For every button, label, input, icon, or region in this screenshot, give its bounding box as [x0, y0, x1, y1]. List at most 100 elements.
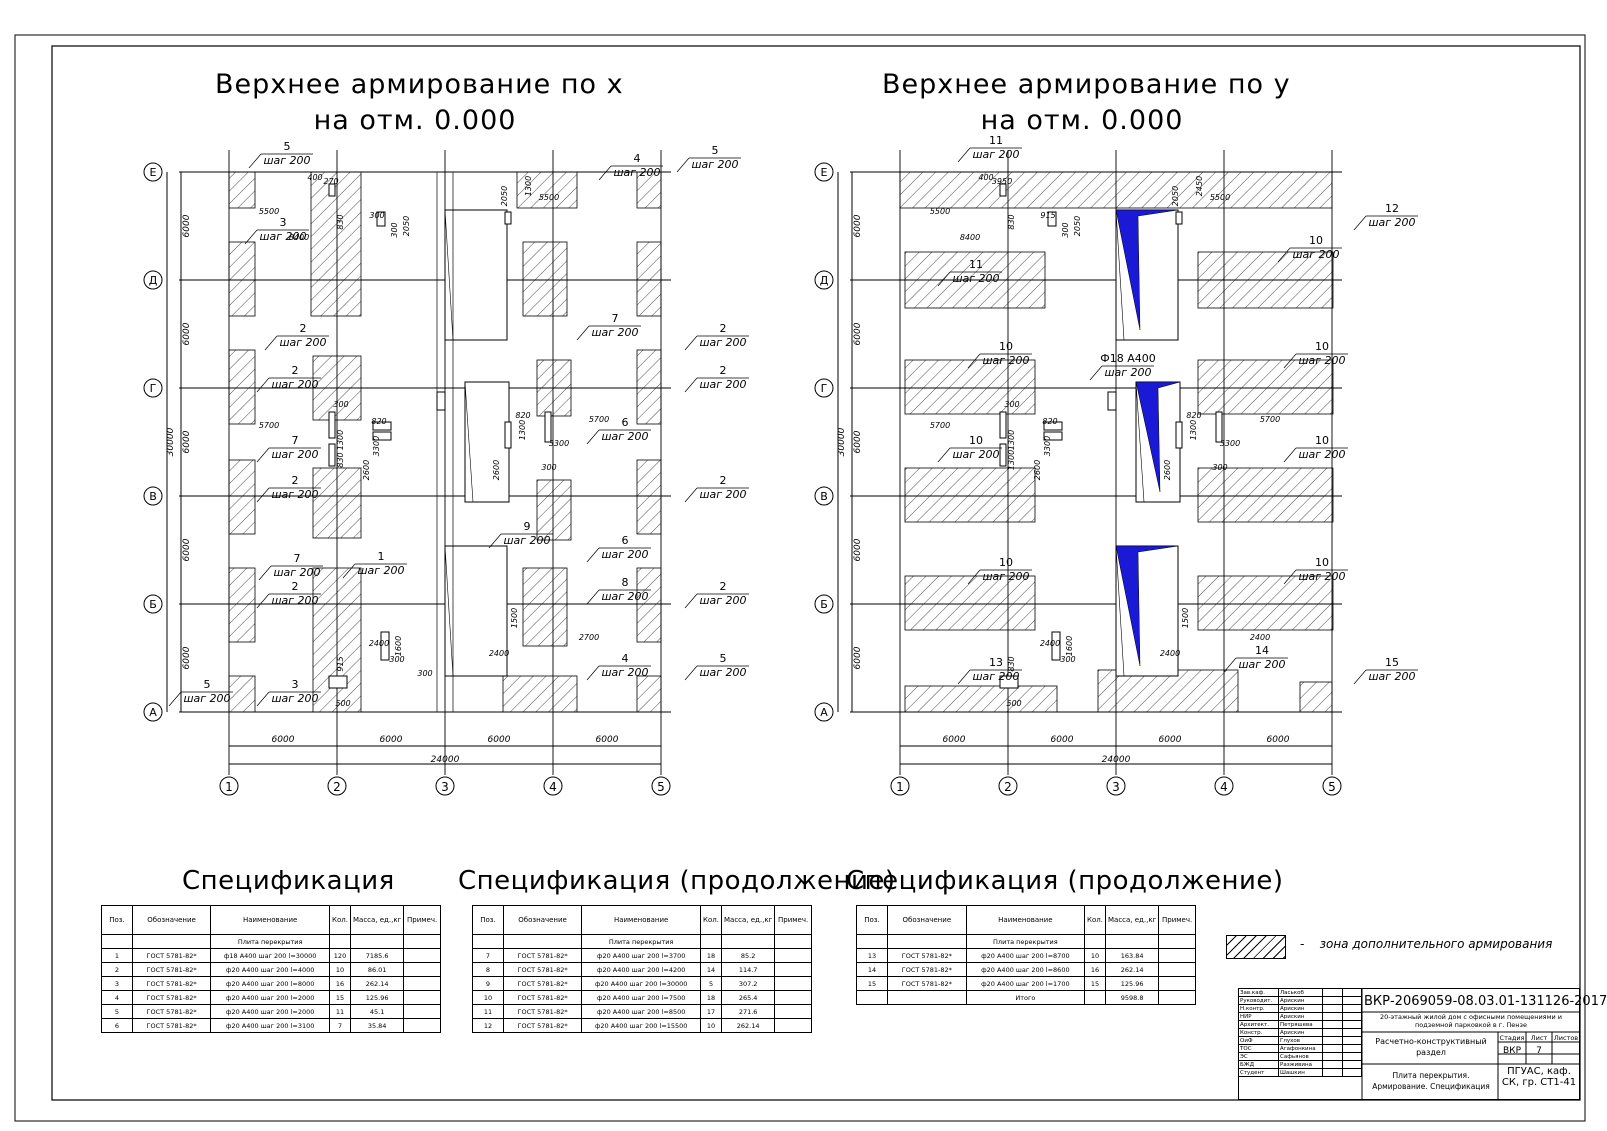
spec-cell — [403, 962, 441, 977]
spec-header: Поз. — [101, 905, 133, 935]
spec-cell: ГОСТ 5781-82* — [131, 1018, 212, 1033]
callout-pos: 5 — [720, 652, 727, 665]
reinforcement-zone — [636, 349, 662, 425]
spec-cell — [1158, 976, 1196, 991]
local-dimension: 2400 — [1040, 639, 1060, 648]
axis-bubble-col — [543, 776, 563, 796]
local-dimension: 2050 — [1171, 186, 1180, 206]
spec-cell: ф20 А400 шаг 200 l=8000 — [210, 976, 331, 991]
axis-label-row: Б — [820, 598, 828, 611]
reinforcement-zone — [1299, 681, 1333, 713]
callout-step: шаг 200 — [699, 336, 746, 349]
callout-pos: 7 — [292, 434, 299, 447]
axis-label-row: Д — [820, 274, 829, 287]
axis-bubble-col — [1322, 776, 1342, 796]
slab-opening — [1043, 431, 1063, 441]
spec-cell: ГОСТ 5781-82* — [502, 990, 583, 1005]
shaft-diagonal — [464, 381, 474, 503]
reinforcement-zone — [228, 171, 256, 209]
local-dimension: 1500 — [510, 608, 519, 628]
callout-leader — [1089, 365, 1103, 381]
axis-bubble-row — [814, 702, 834, 722]
slab-opening — [999, 411, 1007, 439]
stamp-section: Расчетно-конструктивный раздел — [1375, 1037, 1487, 1057]
spec-cell: 3 — [101, 976, 133, 991]
callout-leader — [586, 547, 600, 563]
local-dimension: 830 — [336, 452, 345, 467]
axis-label-row: А — [820, 706, 828, 719]
local-dimension: 300 — [333, 400, 348, 409]
spec-title-1: Спецификация — [182, 866, 395, 896]
local-dimension: 830 — [336, 214, 345, 229]
axis-bubble-row — [143, 702, 163, 722]
reinforcement-zone — [228, 675, 256, 713]
spec-cell: ф20 А400 шаг 200 l=3100 — [210, 1018, 331, 1033]
callout-leader — [957, 147, 971, 163]
callout-leader — [586, 589, 600, 605]
spec-header: Поз. — [472, 905, 504, 935]
slab-opening — [328, 411, 336, 439]
spec-cell: 85.2 — [720, 948, 776, 963]
spec-cell: 1 — [101, 948, 133, 963]
axis-label-col: 4 — [549, 780, 557, 794]
local-dimension: 2600 — [1033, 460, 1042, 480]
spec-cell — [1158, 948, 1196, 963]
spec-cell: 4 — [101, 990, 133, 1005]
spec-cell: 10 — [472, 990, 504, 1005]
local-dimension: 300 — [417, 669, 432, 678]
callout-step: шаг 200 — [601, 666, 648, 679]
local-dimension: 2400 — [1160, 649, 1180, 658]
spec-cell: ГОСТ 5781-82* — [887, 962, 967, 977]
slab-opening — [380, 631, 390, 661]
callout-pos: 15 — [1385, 656, 1399, 669]
spec-header: Обозначение — [887, 905, 967, 935]
axis-bubble-col — [1214, 776, 1234, 796]
shaft-opening — [444, 209, 508, 341]
callout-leader — [967, 353, 981, 369]
dim-row-span-label: 6000 — [853, 322, 863, 345]
legend-dash: - — [1300, 937, 1305, 951]
local-dimension: 5700 — [589, 415, 609, 424]
spec-group: Плита перекрытия — [581, 934, 702, 949]
inner-frame — [51, 45, 1581, 1101]
callout-step: шаг 200 — [271, 378, 318, 391]
spec-cell: 125.96 — [1104, 976, 1160, 991]
callout-step: шаг 200 — [1298, 570, 1345, 583]
slab-opening — [372, 421, 392, 431]
callout-step: шаг 200 — [1368, 216, 1415, 229]
callout-pos: 12 — [1385, 202, 1399, 215]
slab-opening — [1175, 421, 1183, 449]
local-dimension: 2600 — [1163, 460, 1172, 480]
reinforcement-zone — [636, 459, 662, 535]
spec-cell: 13 — [855, 948, 889, 963]
spec-cell: 14 — [855, 962, 889, 977]
callout-step: шаг 200 — [1298, 448, 1345, 461]
spec-cell — [774, 948, 812, 963]
slab-opening — [504, 211, 512, 225]
reinforcement-zone — [522, 241, 568, 317]
callout-step: шаг 200 — [271, 692, 318, 705]
callout-pos: 2 — [292, 580, 299, 593]
axis-label-row: В — [149, 490, 157, 503]
spec-cell: ф20 А400 шаг 200 l=4200 — [581, 962, 702, 977]
dim-row-span-label: 6000 — [182, 322, 192, 345]
callout-step: шаг 200 — [1238, 658, 1285, 671]
local-dimension: 8400 — [289, 233, 309, 242]
callout-step: шаг 200 — [699, 488, 746, 501]
local-dimension: 3300 — [549, 439, 569, 448]
slab-opening — [372, 431, 392, 441]
local-dimension: 1300 — [1007, 450, 1016, 470]
spec-cell: 307.2 — [720, 976, 776, 991]
callout-step: шаг 200 — [601, 430, 648, 443]
callout-step: шаг 200 — [952, 272, 999, 285]
shaft-opening — [464, 381, 510, 503]
callout-pos: 10 — [1315, 556, 1329, 569]
local-dimension: 830 — [1007, 214, 1016, 229]
spec-cell — [774, 1018, 812, 1033]
